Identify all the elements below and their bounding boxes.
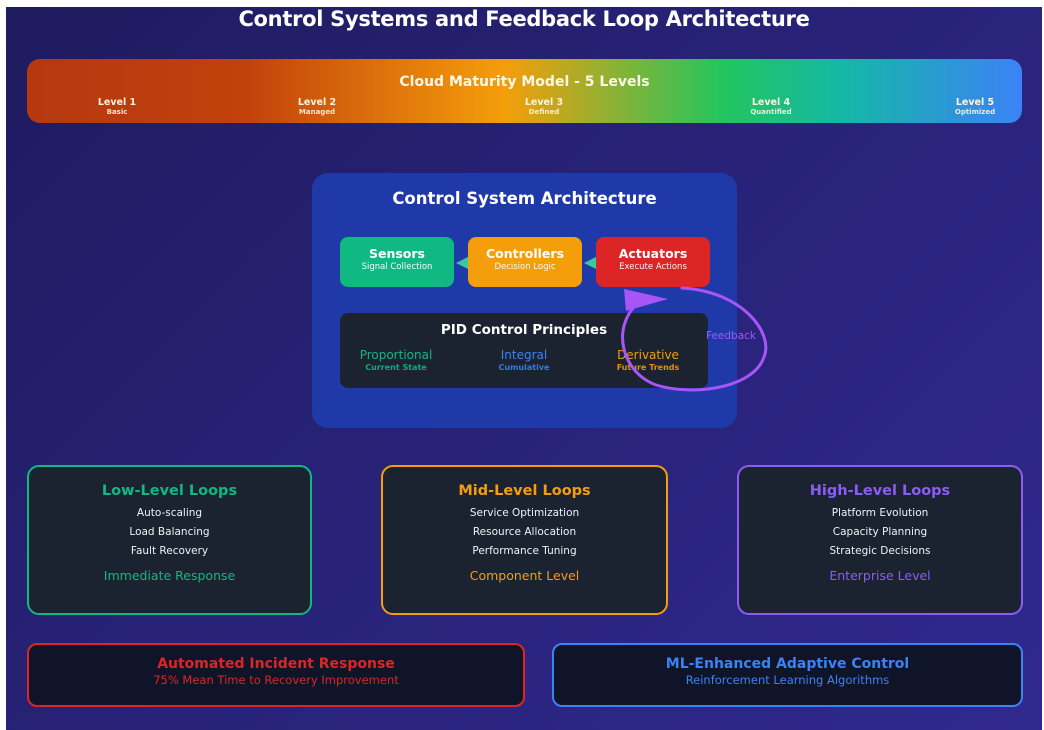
maturity-level-3: Level 3 Defined [484,97,604,117]
feedback-arrowhead-icon [624,289,668,311]
loop-item: Capacity Planning [832,526,928,538]
controllers-box: Controllers Decision Logic [468,237,582,287]
feedback-loop-overlay: Feedback [621,286,768,392]
loop-footer: Immediate Response [103,568,236,583]
maturity-level-4: Level 4 Quantified [711,97,831,117]
component-name: Sensors [368,246,425,261]
highlight-subtitle: Reinforcement Learning Algorithms [685,673,890,687]
level-label: Level 5 [955,97,995,108]
loop-title: High-Level Loops [809,483,951,499]
arrow-left-icon [584,257,596,269]
diagram-canvas: Control Systems and Feedback Loop Archit… [6,7,1042,730]
loop-title: Low-Level Loops [101,483,238,499]
pid-item-name: Proportional [359,348,433,362]
level-label: Level 3 [524,97,564,108]
highlight-title: Automated Incident Response [157,656,395,672]
architecture-title: Control System Architecture [392,189,657,208]
low-level-loops-card: Low-Level Loops Auto-scaling Load Balanc… [27,465,312,615]
ml-adaptive-control-card: ML-Enhanced Adaptive Control Reinforceme… [552,643,1023,707]
highlight-subtitle: 75% Mean Time to Recovery Improvement [153,673,399,687]
loop-item: Performance Tuning [472,545,577,557]
control-system-architecture-panel: Control System Architecture Sensors Sign… [312,173,737,428]
arrow-left-icon [456,257,468,269]
component-name: Controllers [485,246,565,261]
incident-response-card: Automated Incident Response 75% Mean Tim… [27,643,525,707]
component-desc: Execute Actions [619,262,687,272]
maturity-level-5: Level 5 Optimized [915,97,1035,117]
loop-item: Strategic Decisions [829,545,931,557]
level-label: Level 4 [751,97,791,108]
level-desc: Basic [106,108,128,116]
maturity-model-bar: Cloud Maturity Model - 5 Levels Level 1 … [27,59,1022,123]
maturity-level-2: Level 2 Managed [257,97,377,117]
pid-item-desc: Future Trends [616,363,680,372]
loop-item: Fault Recovery [130,545,209,557]
pid-derivative: Derivative Future Trends [588,348,708,373]
loop-footer: Enterprise Level [829,568,931,583]
level-desc: Quantified [750,108,792,116]
feedback-label: Feedback [706,330,757,342]
feedback-loop-path [621,286,768,392]
loop-item: Service Optimization [469,507,580,519]
diagram-title: Control Systems and Feedback Loop Archit… [238,7,810,31]
loop-item: Platform Evolution [831,507,929,519]
high-level-loops-card: High-Level Loops Platform Evolution Capa… [737,465,1023,615]
level-desc: Optimized [954,108,996,116]
highlight-title: ML-Enhanced Adaptive Control [665,656,910,672]
loop-item: Resource Allocation [472,526,577,538]
loop-item: Auto-scaling [136,507,203,519]
sensors-box: Sensors Signal Collection [340,237,454,287]
mid-level-loops-card: Mid-Level Loops Service Optimization Res… [381,465,668,615]
loop-title: Mid-Level Loops [458,483,591,499]
level-desc: Defined [528,108,560,116]
pid-principles-box: PID Control Principles Proportional Curr… [340,313,708,388]
maturity-level-1: Level 1 Basic [57,97,177,117]
pid-item-name: Derivative [617,348,679,362]
loop-footer: Component Level [469,568,580,583]
component-desc: Signal Collection [361,262,433,272]
pid-item-name: Integral [500,348,548,362]
loop-item: Load Balancing [129,526,210,538]
component-name: Actuators [618,246,688,261]
component-desc: Decision Logic [494,262,556,272]
level-label: Level 2 [297,97,337,108]
pid-item-desc: Current State [365,363,427,372]
level-desc: Managed [298,108,336,116]
pid-proportional: Proportional Current State [336,348,456,373]
pid-item-desc: Cumulative [498,363,550,372]
actuators-box: Actuators Execute Actions [596,237,710,287]
maturity-model-title: Cloud Maturity Model - 5 Levels [399,74,650,90]
pid-integral: Integral Cumulative [464,348,584,373]
pid-title: PID Control Principles [440,322,608,338]
level-label: Level 1 [97,97,137,108]
